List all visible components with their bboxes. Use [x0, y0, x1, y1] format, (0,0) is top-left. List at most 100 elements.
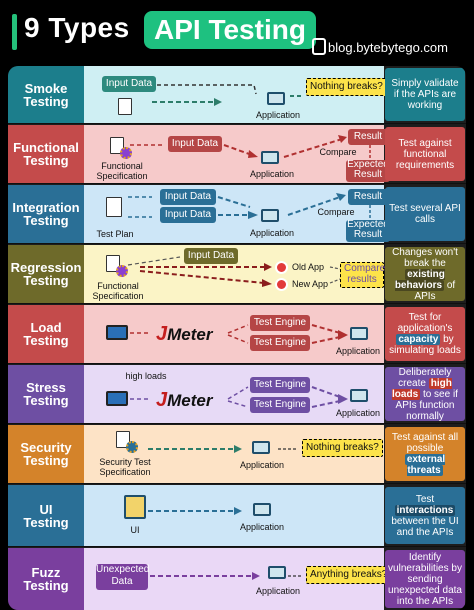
application-icon	[253, 503, 271, 516]
flow-arrows	[130, 324, 348, 344]
old-app-label: Old App	[292, 262, 325, 272]
application-icon	[261, 151, 279, 164]
flow-arrows	[127, 256, 341, 287]
brand-url: blog.bytebytego.com	[328, 40, 448, 55]
flow-arrows	[130, 135, 371, 159]
row-description: Deliberately create high loads to see if…	[385, 367, 465, 422]
row-content: JMeter Test Engine Test Engine Applicati…	[84, 305, 384, 363]
flow-arrows	[150, 572, 302, 580]
application-label: Application	[249, 228, 295, 238]
jmeter-logo: JMeter	[156, 323, 213, 345]
row-content: Unexpected Data Application Anything bre…	[84, 548, 392, 610]
result-box: Result	[348, 129, 388, 145]
application-icon	[268, 566, 286, 579]
flow-arrows	[148, 507, 242, 515]
row-content: Test Plan Input Data Input Data Applicat…	[84, 185, 390, 243]
gear-icon	[116, 265, 128, 277]
unexpected-data-box: Unexpected Data	[96, 564, 149, 590]
input-data-box: Input Data	[168, 136, 222, 152]
row-description: Simply validate if the APIs are working	[385, 68, 465, 121]
expected-result-box: Expected Result	[346, 219, 390, 242]
result-box: Result	[348, 189, 388, 205]
flow-arrows	[148, 445, 298, 453]
new-app-icon	[275, 278, 288, 291]
spec-label: Functional Specification	[92, 281, 144, 301]
row-description: Test against all possible external threa…	[385, 427, 465, 481]
test-engine-box-1: Test Engine	[250, 377, 310, 393]
flow-arrows	[128, 193, 371, 219]
ui-label: UI	[130, 525, 140, 535]
jmeter-logo: JMeter	[156, 389, 213, 411]
result-box: Anything breaks?	[306, 566, 392, 584]
compare-label: Compare	[319, 147, 357, 157]
spec-label: Functional Specification	[96, 161, 148, 181]
row-content: Functional Specification Input Data Old …	[84, 245, 385, 303]
compare-label: Compare	[317, 207, 355, 217]
application-icon	[350, 389, 368, 402]
input-data-box: Input Data	[102, 76, 156, 92]
row-description: Changes won't break the existing behavio…	[385, 247, 465, 302]
input-data-box: Input Data	[184, 248, 238, 264]
row-content: UI Application	[84, 485, 384, 546]
input-data-box-1: Input Data	[160, 189, 216, 205]
gear-icon	[126, 441, 138, 453]
test-engine-box-2: Test Engine	[250, 397, 310, 413]
test-engine-box-1: Test Engine	[250, 315, 310, 331]
application-label: Application	[239, 522, 285, 532]
test-engine-box-2: Test Engine	[250, 335, 310, 351]
high-loads-label: high loads	[125, 371, 167, 381]
flow-arrows	[150, 84, 302, 106]
row-description: Identify vulnerabilities by sending unex…	[385, 550, 465, 608]
old-app-icon	[275, 261, 288, 274]
header: 9 Types API Testing blog.bytebytego.com	[0, 0, 474, 66]
flow-arrows	[130, 386, 348, 408]
new-app-label: New App	[292, 279, 329, 289]
result-box: Nothing breaks?	[302, 439, 383, 457]
row-description: Test interactions between the UI and the…	[385, 487, 465, 544]
ui-window-icon	[124, 495, 146, 519]
expected-result-box: Expected Result	[346, 159, 390, 182]
application-label: Application	[335, 346, 381, 356]
test-plan-label: Test Plan	[96, 229, 134, 239]
row-description: Test against functional requirements	[385, 127, 465, 181]
application-label: Application	[239, 460, 285, 470]
row-content: Security Test Specification Application …	[84, 425, 384, 483]
input-data-box-2: Input Data	[160, 207, 216, 223]
application-label: Application	[249, 169, 295, 179]
row-content: Functional Specification Input Data Appl…	[84, 125, 390, 183]
application-icon	[261, 209, 279, 222]
laptop-icon	[106, 391, 128, 406]
row-content: Input Data Application Nothing breaks?	[84, 66, 387, 123]
spec-label: Security Test Specification	[99, 457, 151, 477]
application-label: Application	[255, 110, 301, 120]
gear-icon	[120, 147, 132, 159]
application-icon	[350, 327, 368, 340]
row-description: Test several API calls	[385, 187, 465, 241]
row-description: Test for application's capacity by simul…	[385, 307, 465, 361]
application-icon	[267, 92, 285, 105]
brand-logo-icon	[312, 38, 326, 55]
compare-results-box: Compare results	[340, 262, 385, 288]
result-box: Nothing breaks?	[306, 78, 387, 96]
application-icon	[252, 441, 270, 454]
title-highlight: API Testing	[144, 11, 316, 49]
application-label: Application	[255, 586, 301, 596]
data-file-icon	[118, 98, 132, 115]
